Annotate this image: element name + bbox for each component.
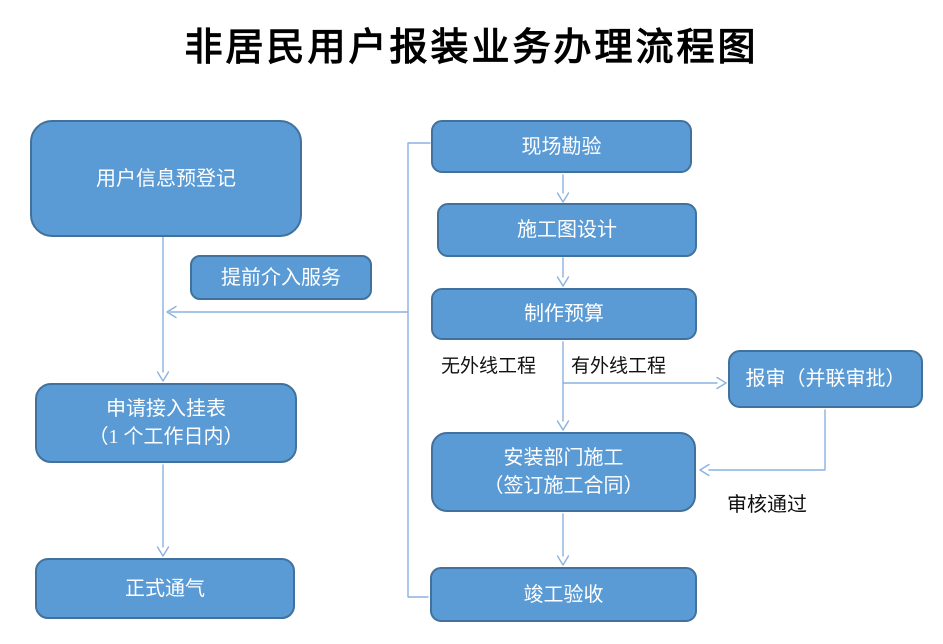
node-user-preregistration: 用户信息预登记	[30, 120, 302, 237]
node-site-survey-label: 现场勘验	[521, 135, 602, 158]
node-budget-label: 制作预算	[524, 303, 604, 325]
node-construction-design: 施工图设计	[437, 203, 697, 257]
arrowhead-installation-to-completion	[556, 555, 570, 566]
node-early-intervention: 提前介入服务	[190, 255, 372, 300]
node-site-survey: 现场勘验	[431, 120, 692, 173]
arrowhead-branch-left	[166, 305, 177, 319]
node-submit-approval: 报审（并联审批）	[728, 350, 923, 408]
arrowhead-user-to-apply	[156, 371, 170, 382]
line-approval-to-installation	[708, 409, 826, 471]
arrowhead-budget-to-installation	[556, 420, 570, 431]
arrowhead-survey-to-design	[556, 192, 570, 203]
node-apply-meter-label: 申请接入挂表 （1 个工作日内）	[88, 398, 244, 448]
node-apply-meter: 申请接入挂表 （1 个工作日内）	[35, 383, 297, 463]
node-installation: 安装部门施工 （签订施工合同）	[431, 432, 696, 512]
node-construction-design-label: 施工图设计	[517, 219, 617, 241]
node-submit-approval-label: 报审（并联审批）	[745, 368, 906, 390]
node-early-intervention-label: 提前介入服务	[221, 266, 341, 289]
arrowhead-apply-to-official	[156, 546, 170, 557]
node-user-preregistration-label: 用户信息预登记	[96, 167, 236, 190]
edge-label-has-external-project: 有外线工程	[571, 356, 667, 377]
node-completion: 竣工验收	[430, 567, 697, 622]
edge-label-review-passed: 审核通过	[727, 494, 807, 516]
arrowhead-approval-to-installation	[699, 463, 710, 477]
node-budget: 制作预算	[431, 288, 697, 340]
node-installation-label: 安装部门施工 （签订施工合同）	[483, 447, 644, 497]
node-official-gas-label: 正式通气	[125, 577, 205, 600]
edge-label-no-external-project: 无外线工程	[441, 356, 537, 377]
node-official-gas: 正式通气	[35, 558, 295, 619]
page-title: 非居民用户报装业务办理流程图	[184, 27, 759, 69]
node-completion-label: 竣工验收	[523, 583, 604, 606]
arrowhead-design-to-budget	[556, 276, 570, 287]
arrowhead-budget-to-approval	[716, 376, 727, 390]
line-bracket-right-column	[407, 142, 431, 598]
